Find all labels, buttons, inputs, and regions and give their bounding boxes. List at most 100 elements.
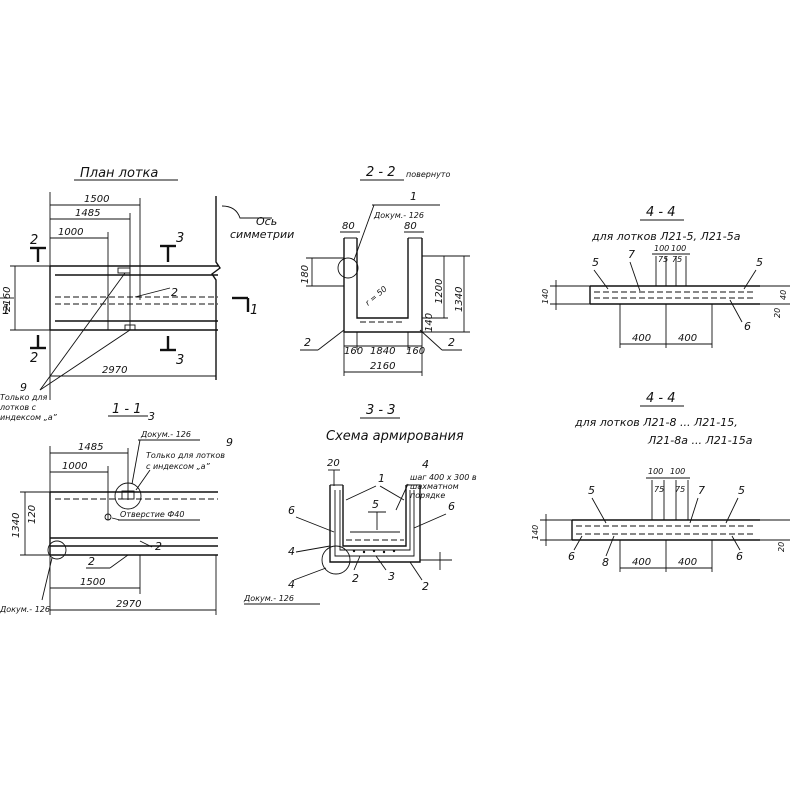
sec44b-dim-75b: 75 <box>675 485 685 494</box>
plan-callout-9: 9 <box>20 381 27 394</box>
sec11-dim-1000: 1000 <box>62 461 87 472</box>
sec11-dokum-top: Докум.- 126 <box>140 430 191 439</box>
sec44a-dim-40: 40 <box>779 290 788 300</box>
sec44a-dim-400a: 400 <box>632 333 651 344</box>
sec33-callout-4a: 4 <box>422 458 429 471</box>
plan-section-1-left: 1 <box>2 303 10 318</box>
sec11-dim-1340: 1340 <box>11 513 22 538</box>
sec22-callout-2b: 2 <box>448 336 455 349</box>
sec22-dim-180: 180 <box>300 265 311 284</box>
sec44a-callout-7: 7 <box>628 248 635 261</box>
plan-section-1-right: 1 <box>250 303 258 318</box>
plan-dim-1500: 1500 <box>84 194 109 205</box>
sec33-note: шаг 400 x 300 в шахматном порядке <box>410 473 479 500</box>
sec22-dim-2160: 2160 <box>370 361 395 372</box>
sec44b-title: 4 - 4 <box>646 391 676 406</box>
sec33-title: 3 - 3 <box>366 403 396 418</box>
sec22-callout-1: 1 <box>410 190 417 203</box>
sec22-subtitle: повернуто <box>406 170 450 179</box>
sec44b-subtitle-line-2: Л21-8а ... Л21-15а <box>647 434 753 447</box>
sec44b-dim-75a: 75 <box>654 485 664 494</box>
sec33-callout-5: 5 <box>372 498 379 511</box>
plan-note-line-3: индексом „а” <box>0 413 58 422</box>
sec44b-callout-6a: 6 <box>568 550 575 563</box>
sec11-callout-3: 3 <box>148 410 155 423</box>
sec33-callout-4b: 4 <box>288 545 295 558</box>
sec44b-callout-6b: 6 <box>736 550 743 563</box>
sec44a-dim-100a: 100 <box>654 244 669 253</box>
sec44b-dim-20: 20 <box>777 542 786 552</box>
sec44b-callout-8: 8 <box>602 556 609 569</box>
sec44a-callout-5b: 5 <box>756 256 763 269</box>
sec22-r50: r = 50 <box>364 284 389 307</box>
sec22-dim-160a: 160 <box>344 346 363 357</box>
sec33-note-line-1: шаг 400 x 300 в <box>410 473 477 482</box>
sec33-callout-1: 1 <box>378 472 385 485</box>
sec44b-dim-140: 140 <box>531 525 540 540</box>
sec22-dim-140: 140 <box>424 313 435 332</box>
sec33-callout-6b: 6 <box>448 500 455 513</box>
plan-axis-label-2: симметрии <box>230 228 294 241</box>
sec44a-dim-75a: 75 <box>658 255 668 264</box>
plan-dim-2970: 2970 <box>102 365 127 376</box>
sec22-dim-80a: 80 <box>342 221 355 232</box>
sec44b-dim-400b: 400 <box>678 557 697 568</box>
sec22-dim-1840: 1840 <box>370 346 395 357</box>
sec33-subtitle: Схема армирования <box>326 429 464 444</box>
sec11-dokum-bottom: Докум.- 126 <box>0 605 50 614</box>
sec33-note-line-2: шахматном <box>410 482 459 491</box>
sec11-dim-1500: 1500 <box>80 577 105 588</box>
sec44b-callout-5a: 5 <box>588 484 595 497</box>
plan-axis-label: Ось <box>256 215 277 228</box>
plan-section-3-top: 3 <box>176 231 184 246</box>
plan-dim-2160: 2160 <box>2 287 13 312</box>
sec44a-dim-20: 20 <box>773 308 782 318</box>
sec44b-subtitle: для лотков Л21-8 ... Л21-15, Л21-8а ... … <box>574 416 753 447</box>
sec44a-dim-75b: 75 <box>672 255 682 264</box>
sec44b-callout-7: 7 <box>698 484 705 497</box>
sec11-hole: Отверстие Ф40 <box>120 510 184 519</box>
section-3-3: 3 - 3 Схема армирования 20 1 4 шаг 400 x… <box>243 403 479 605</box>
sec11-callout-9: 9 <box>226 436 233 449</box>
sec22-dokum: Докум.- 126 <box>373 211 424 220</box>
sec11-callout-2a: 2 <box>155 540 162 553</box>
plan-note-line-2: лотков с <box>0 403 37 412</box>
sec44a-dim-400b: 400 <box>678 333 697 344</box>
section-2-2: 2 - 2 повернуто 80 80 1 Докум.- 126 180 … <box>300 165 470 376</box>
sec44b-dim-100a: 100 <box>648 467 663 476</box>
sec44a-dim-140: 140 <box>541 289 550 304</box>
sec22-dim-160b: 160 <box>406 346 425 357</box>
sec33-dokum: Докум.- 126 <box>243 594 294 603</box>
sec11-title: 1 - 1 <box>112 402 142 417</box>
sec22-dim-1340: 1340 <box>454 287 465 312</box>
sec33-note-line-3: порядке <box>410 491 445 500</box>
plan-callout-2: 2 <box>171 286 178 299</box>
sec44b-callout-5b: 5 <box>738 484 745 497</box>
plan-dim-1000: 1000 <box>58 227 83 238</box>
plan-view: План лотка 1500 1485 1000 Ось симметрии … <box>0 166 294 422</box>
sec22-dim-80b: 80 <box>404 221 417 232</box>
plan-dim-1485: 1485 <box>75 208 100 219</box>
sec44a-title: 4 - 4 <box>646 205 676 220</box>
sec33-callout-2b: 2 <box>422 580 429 593</box>
sec44b-dim-100b: 100 <box>670 467 685 476</box>
sec33-callout-6a: 6 <box>288 504 295 517</box>
sec44a-subtitle: для лотков Л21-5, Л21-5а <box>591 230 741 243</box>
plan-section-2-top: 2 <box>30 233 38 248</box>
sec44a-callout-6: 6 <box>744 320 751 333</box>
sec33-callout-2a: 2 <box>352 572 359 585</box>
sec44b-dim-400a: 400 <box>632 557 651 568</box>
sec11-note: Только для лотков с индексом „а” <box>146 451 228 471</box>
section-1-1: 1 - 1 1485 1000 1340 120 3 Докум.- 126 9 <box>0 402 233 615</box>
sec11-callout-2b: 2 <box>88 555 95 568</box>
sec33-dim-20: 20 <box>327 458 340 469</box>
sec44b-subtitle-line-1: для лотков Л21-8 ... Л21-15, <box>574 416 738 429</box>
sec22-dim-1200: 1200 <box>434 279 445 304</box>
sec22-callout-2a: 2 <box>304 336 311 349</box>
plan-section-3-bottom: 3 <box>176 353 184 368</box>
plan-note-line-1: Только для <box>0 393 48 402</box>
sec44a-dim-100b: 100 <box>671 244 686 253</box>
plan-note: Только для лотков с индексом „а” <box>0 393 58 422</box>
sec44a-callout-5a: 5 <box>592 256 599 269</box>
